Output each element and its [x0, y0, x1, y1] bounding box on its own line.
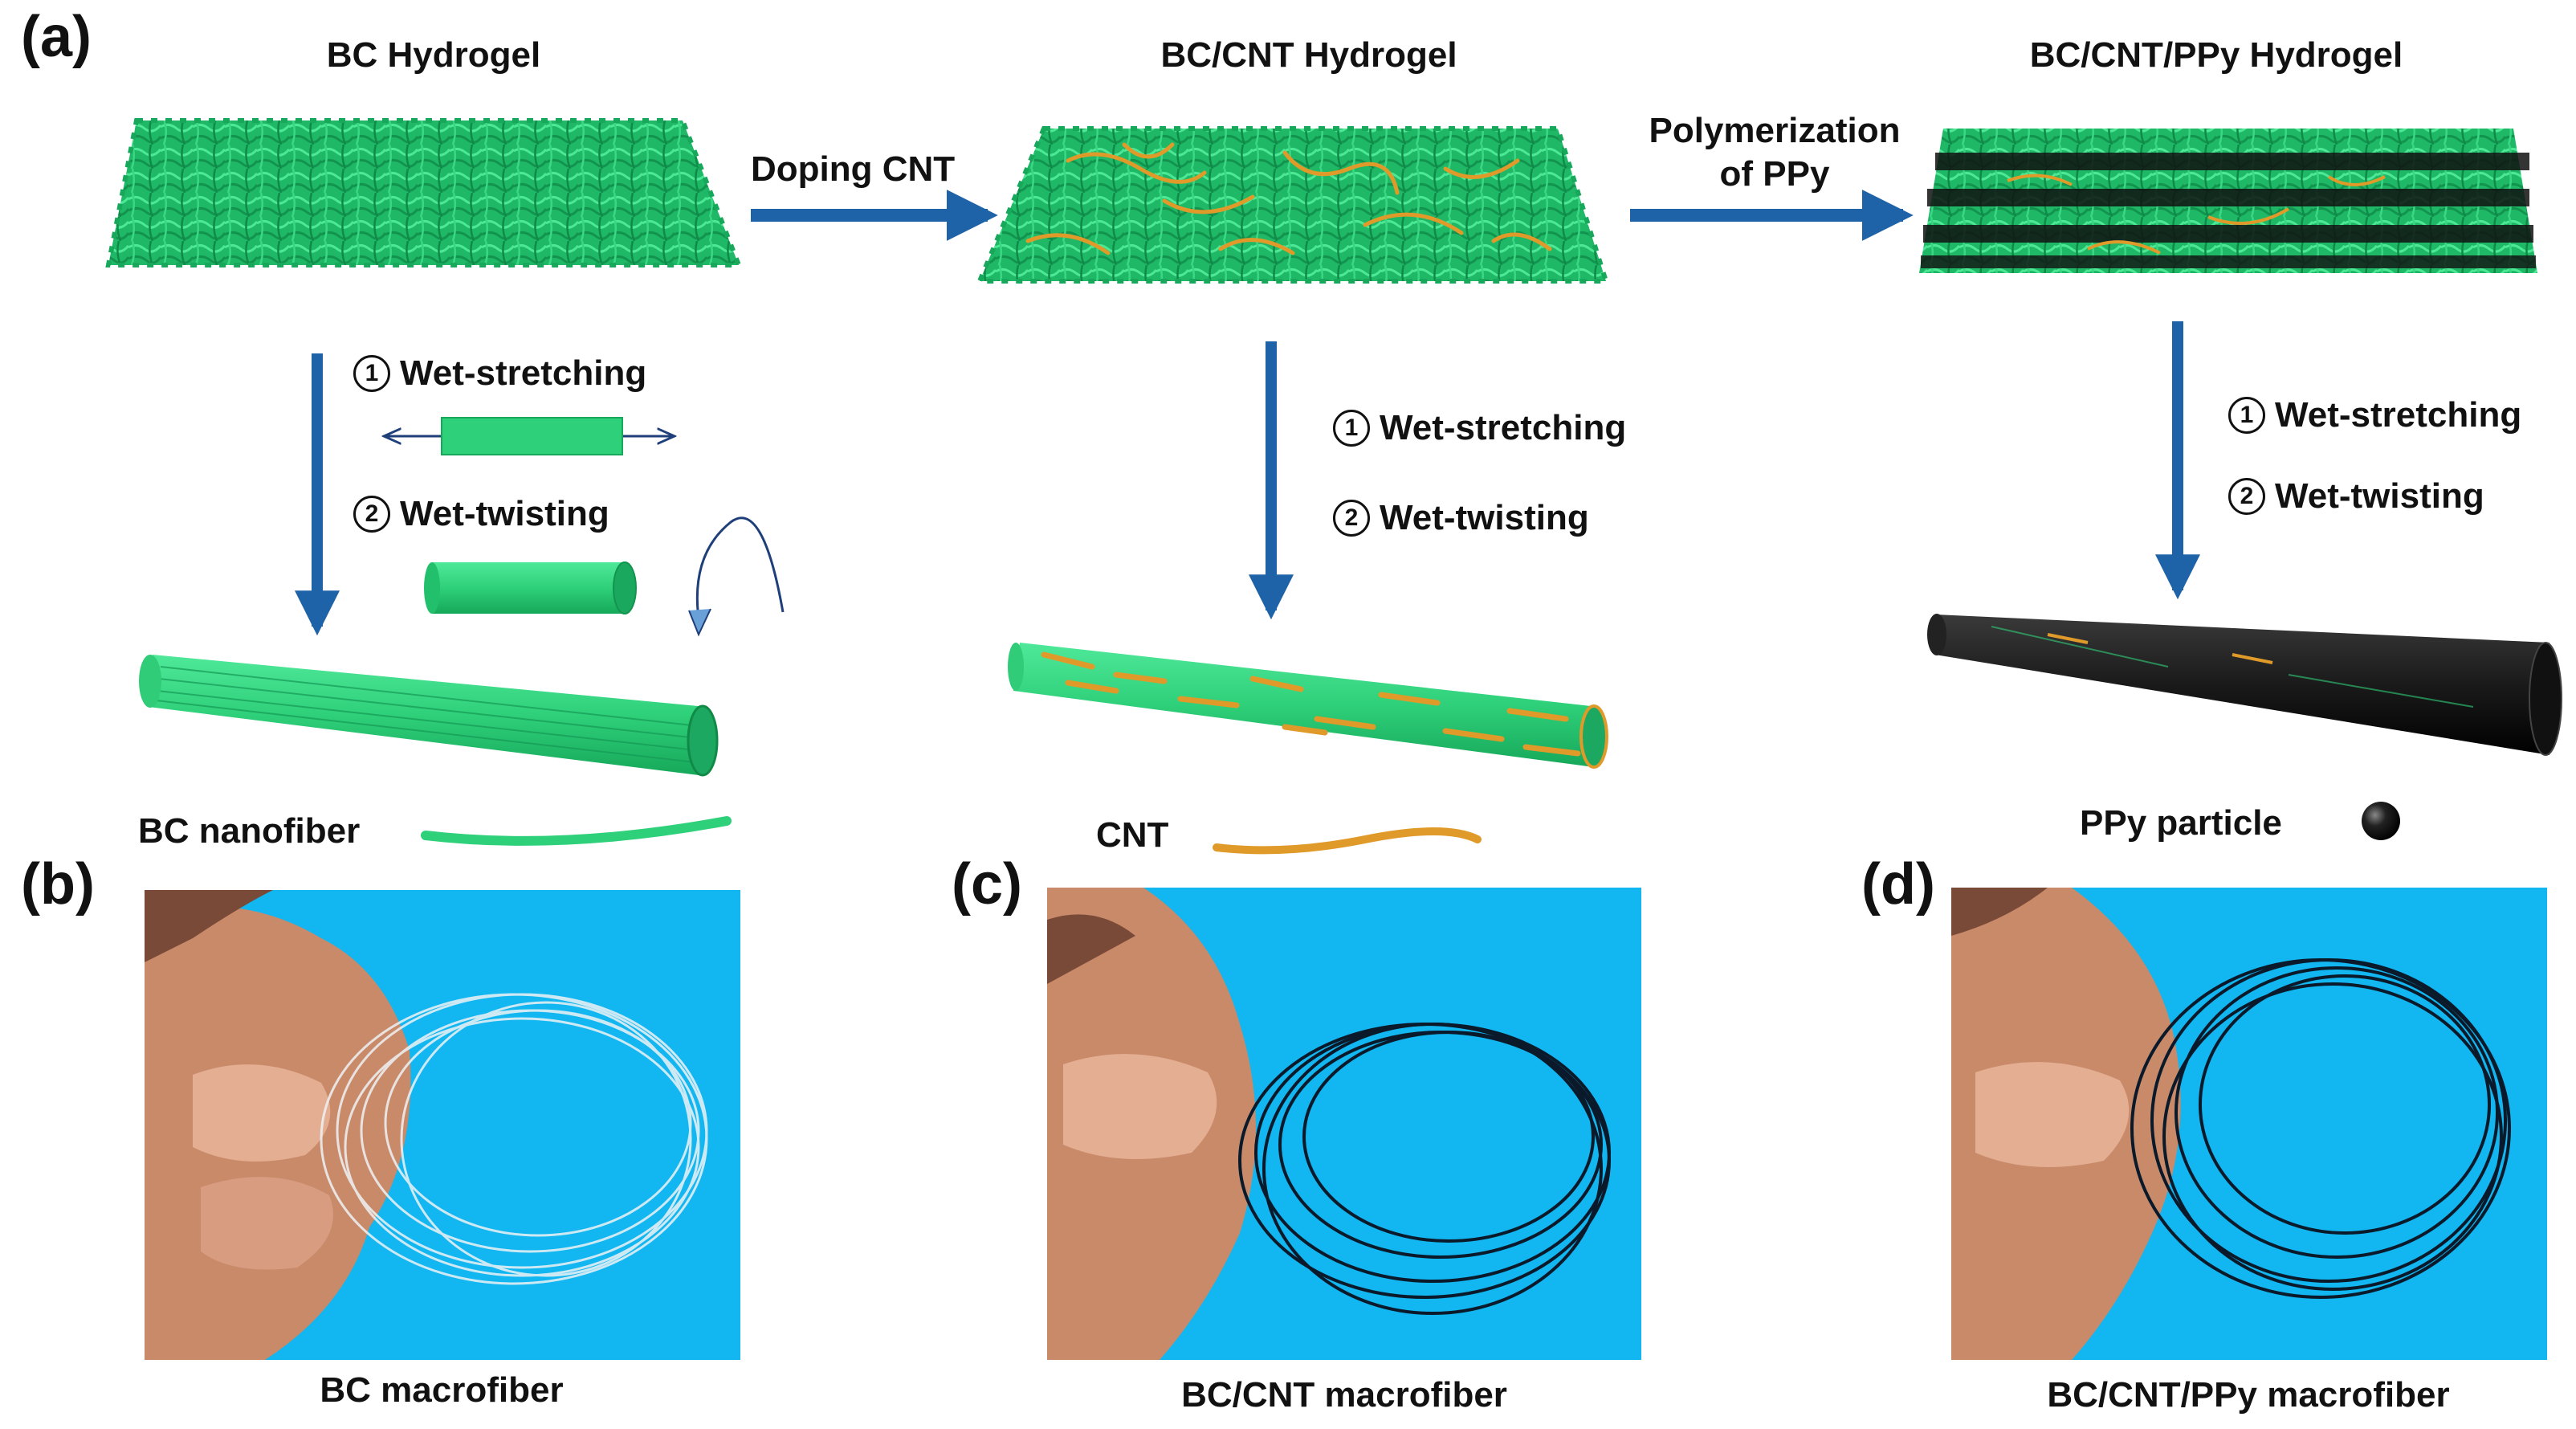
stretching-illustration [384, 417, 675, 455]
step-wet-stretching-1: 1 Wet-stretching [353, 353, 646, 394]
hand-with-bc-cnt-ppy-fiber-photo [1951, 888, 2511, 1360]
bc-macrofiber-caption: BC macrofiber [320, 1370, 564, 1410]
wet-stretching-label: Wet-stretching [400, 353, 647, 393]
twisting-illustration [424, 516, 785, 637]
step-number-2: 2 [1333, 500, 1370, 537]
hand-with-bc-cnt-fiber-photo [1047, 888, 1611, 1360]
bc-hydrogel-block [105, 118, 743, 267]
polymerization-label-line1: Polymerization [1649, 111, 1901, 150]
step-wet-twisting-1: 2 Wet-twisting [353, 494, 609, 534]
cnt-legend-mark [1213, 827, 1482, 855]
wet-stretching-label: Wet-stretching [1380, 408, 1627, 447]
doping-cnt-label: Doping CNT [751, 149, 956, 189]
photo-bc-macrofiber [145, 890, 740, 1360]
bc-cnt-fiber-rod [1008, 643, 1608, 769]
panel-label-d: (d) [1861, 852, 1935, 917]
step-number-2: 2 [2228, 478, 2265, 515]
step-number-1: 1 [353, 355, 390, 392]
bc-hydrogel-title: BC Hydrogel [326, 35, 541, 75]
bc-cnt-hydrogel-title: BC/CNT Hydrogel [1160, 35, 1457, 75]
ppy-particle-legend-mark [2362, 802, 2400, 840]
wet-twisting-label: Wet-twisting [1380, 498, 1589, 537]
ppy-particle-legend-label: PPy particle [2080, 803, 2282, 843]
step-wet-stretching-3: 1 Wet-stretching [2228, 395, 2521, 435]
step-wet-twisting-2: 2 Wet-twisting [1333, 498, 1589, 538]
step-wet-twisting-3: 2 Wet-twisting [2228, 476, 2484, 516]
panel-label-b: (b) [21, 852, 95, 917]
step-number-1: 1 [1333, 410, 1370, 447]
step-number-2: 2 [353, 496, 390, 533]
panel-label-c: (c) [952, 852, 1022, 917]
step-wet-stretching-2: 1 Wet-stretching [1333, 408, 1626, 448]
cnt-legend-label: CNT [1096, 815, 1169, 855]
bc-cnt-hydrogel-block [976, 126, 1610, 284]
bc-cnt-ppy-hydrogel-title: BC/CNT/PPy Hydrogel [2029, 35, 2403, 75]
wet-twisting-label: Wet-twisting [400, 494, 609, 533]
wet-stretching-label: Wet-stretching [2275, 395, 2522, 435]
bc-cnt-ppy-macrofiber-caption: BC/CNT/PPy macrofiber [2047, 1375, 2450, 1415]
bc-cnt-ppy-hydrogel-block [1919, 129, 2537, 273]
hand-with-bc-fiber-photo [145, 890, 708, 1360]
bc-nanofiber-legend-label: BC nanofiber [138, 811, 361, 851]
bc-cnt-macrofiber-caption: BC/CNT macrofiber [1181, 1375, 1507, 1415]
photo-bc-cnt-ppy-macrofiber [1951, 888, 2547, 1360]
panel-label-a: (a) [21, 5, 92, 69]
step-number-1: 1 [2228, 397, 2265, 434]
bc-fiber-rod [139, 655, 719, 777]
photo-bc-cnt-macrofiber [1047, 888, 1641, 1360]
polymerization-label-line2: of PPy [1719, 154, 1830, 194]
bc-cnt-ppy-fiber-rod [1927, 614, 2562, 756]
wet-twisting-label: Wet-twisting [2275, 476, 2484, 516]
bc-nanofiber-legend-mark [421, 816, 732, 846]
